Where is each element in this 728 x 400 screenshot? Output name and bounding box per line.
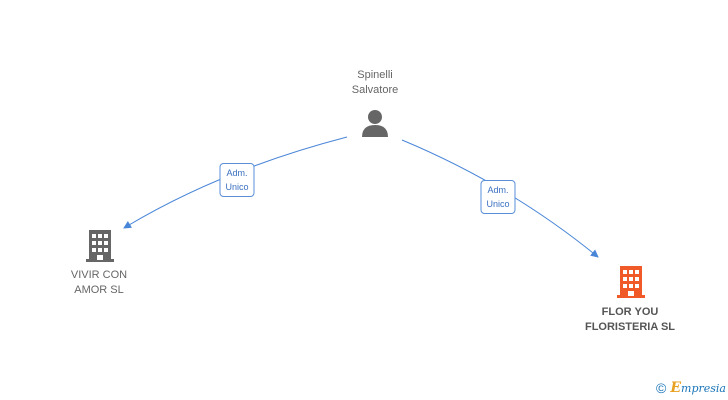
building-icon-highlighted[interactable] (617, 266, 645, 298)
person-name-line2: Salvatore (351, 84, 399, 96)
building-icon[interactable] (86, 230, 114, 262)
company-left-line1: VIVIR CON (70, 269, 128, 281)
brand-rest: mpresia (681, 382, 726, 395)
copyright-icon: © (656, 380, 667, 396)
company-right-line2: FLORISTERIA SL (584, 321, 676, 333)
edge-label-vivir: Adm. Unico (219, 163, 255, 197)
edge-label-vivir-line2: Unico (225, 182, 249, 192)
person-icon[interactable] (362, 110, 388, 137)
empresia-watermark[interactable]: © Empresia (656, 380, 726, 396)
edge-label-flor: Adm. Unico (480, 180, 516, 214)
edge-label-vivir-line1: Adm. (226, 168, 248, 178)
brand-logo: Empresia (670, 380, 726, 396)
company-right-line1: FLOR YOU (601, 306, 659, 318)
company-left-label[interactable]: VIVIR CON AMOR SL (71, 268, 127, 298)
brand-initial: E (670, 380, 682, 396)
edge-label-flor-line2: Unico (486, 199, 510, 209)
company-right-label[interactable]: FLOR YOU FLORISTERIA SL (585, 305, 675, 335)
person-name-label[interactable]: Spinelli Salvatore (352, 68, 398, 98)
person-name-line1: Spinelli (357, 69, 393, 81)
company-left-line2: AMOR SL (74, 284, 124, 296)
edge-label-flor-line1: Adm. (487, 185, 509, 195)
